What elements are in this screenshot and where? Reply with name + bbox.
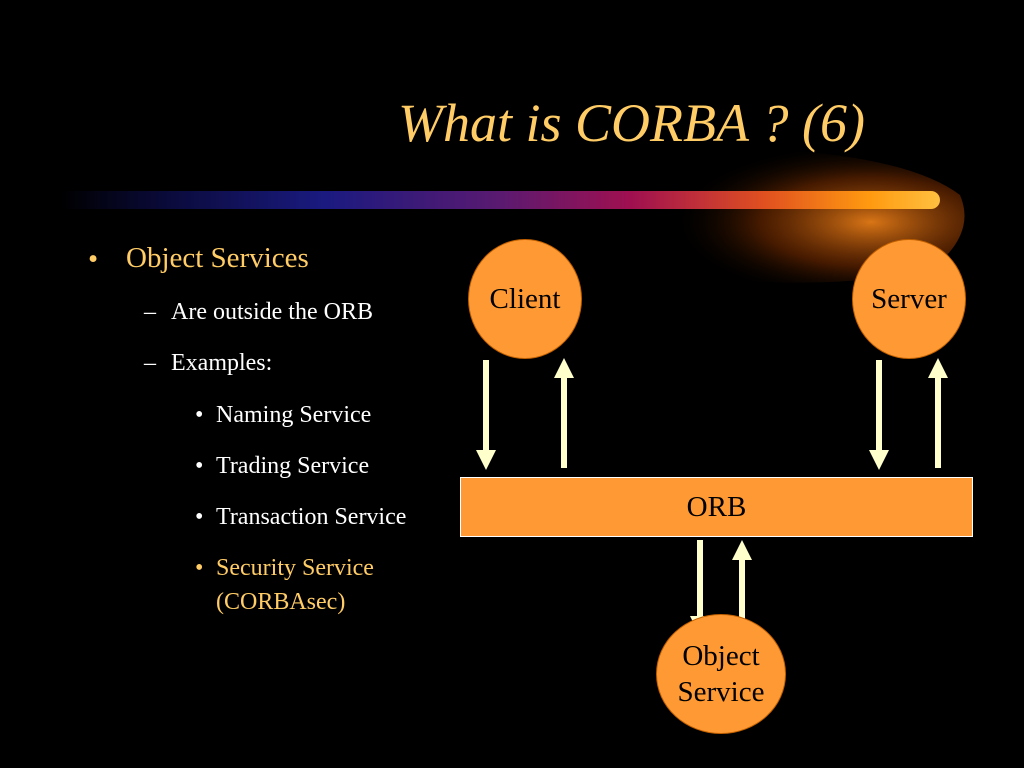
bullet-marker: • (195, 453, 204, 479)
orb-box: ORB (460, 477, 973, 537)
dash-marker: – (144, 350, 156, 376)
client-down-arrow (476, 360, 496, 470)
server-label: Server (871, 282, 947, 315)
server-down-arrow (869, 360, 889, 470)
bullet-marker: • (88, 243, 99, 275)
object-service-label-line2: Service (677, 676, 765, 708)
client-up-arrow (554, 358, 574, 468)
sub-bullet-outside-orb: Are outside the ORB (171, 299, 373, 325)
bullet-marker: • (195, 504, 204, 530)
object-service-node: Object Service (656, 614, 786, 734)
bullet-marker: • (195, 555, 204, 581)
example-security-service: Security Service (216, 555, 374, 581)
example-security-service-corbasec: (CORBAsec) (216, 589, 346, 615)
sub-bullet-examples: Examples: (171, 350, 273, 376)
slide-title: What is CORBA ? (6) (398, 93, 865, 153)
server-node: Server (852, 239, 966, 359)
bullet-marker: • (195, 402, 204, 428)
orb-label: ORB (686, 490, 747, 523)
example-trading-service: Trading Service (216, 453, 370, 479)
server-up-arrow (928, 358, 948, 468)
example-transaction-service: Transaction Service (216, 504, 407, 530)
example-naming-service: Naming Service (216, 402, 372, 428)
client-label: Client (489, 282, 561, 315)
object-service-label-line1: Object (682, 639, 760, 672)
object-service-up-arrow (732, 540, 752, 624)
dash-marker: – (144, 299, 156, 325)
client-node: Client (468, 239, 582, 359)
bullet-object-services: Object Services (126, 242, 309, 274)
